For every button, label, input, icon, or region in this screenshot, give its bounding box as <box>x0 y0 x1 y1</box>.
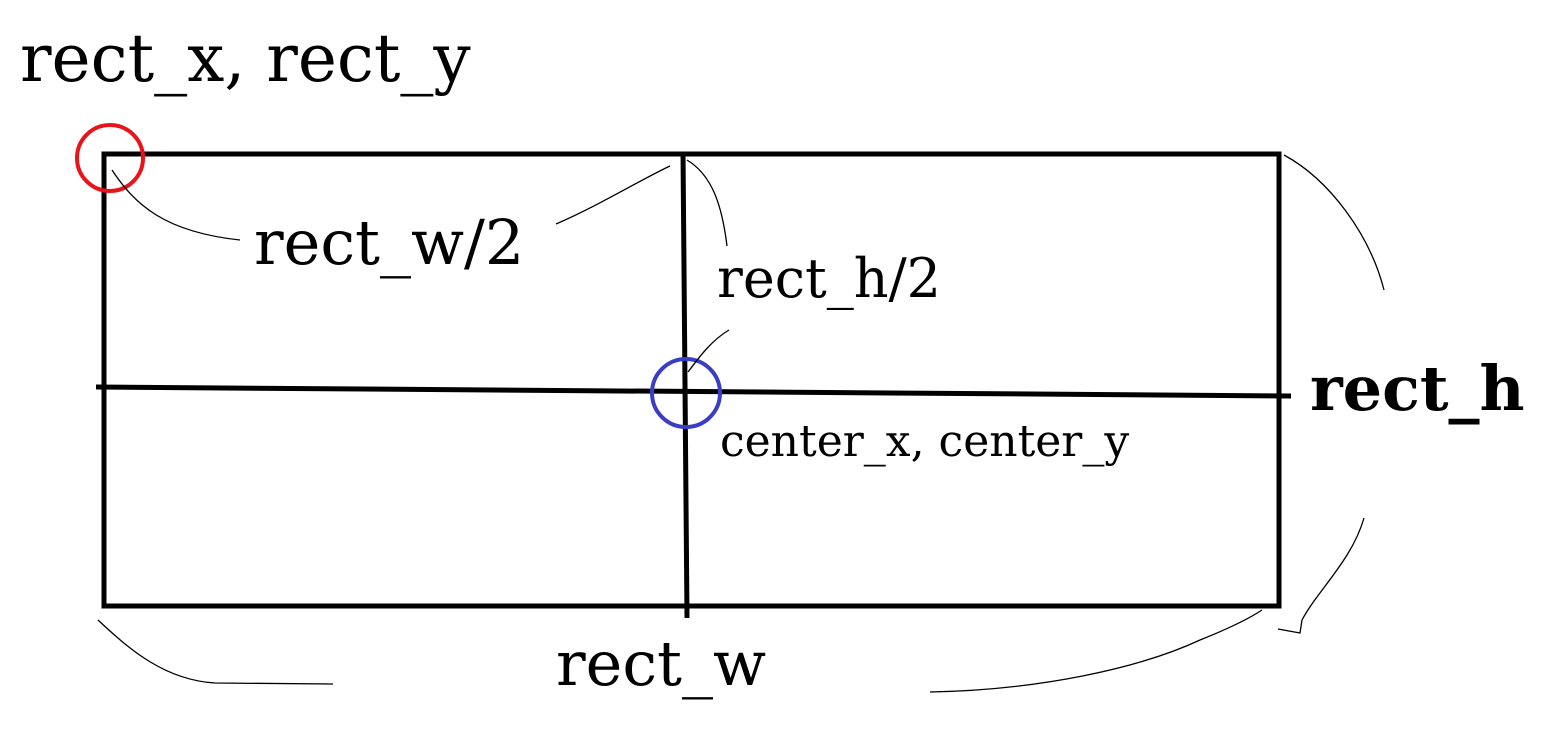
width-label: rect_w <box>556 627 766 700</box>
half-height-brace-top <box>686 159 728 247</box>
center-marker <box>650 357 722 429</box>
vertical-center-line <box>680 151 690 619</box>
center-label: center_x, center_y <box>720 416 1129 467</box>
height-label: rect_h <box>1310 352 1525 425</box>
half-width-label: rect_w/2 <box>254 206 524 279</box>
origin-marker <box>75 123 145 193</box>
origin-label: rect_x, rect_y <box>20 20 471 97</box>
rectangle-outline <box>101 151 1282 609</box>
width-brace-right <box>929 609 1263 693</box>
half-height-label: rect_h/2 <box>717 247 941 310</box>
brace-curves <box>97 154 1385 693</box>
half-width-brace-left <box>111 169 241 241</box>
height-brace-bottom <box>1277 517 1365 634</box>
half-width-brace-right <box>555 165 671 225</box>
half-height-brace-bottom <box>687 329 730 373</box>
horizontal-center-line <box>95 384 1292 399</box>
height-brace-top <box>1283 154 1385 291</box>
width-brace-left <box>97 619 334 685</box>
